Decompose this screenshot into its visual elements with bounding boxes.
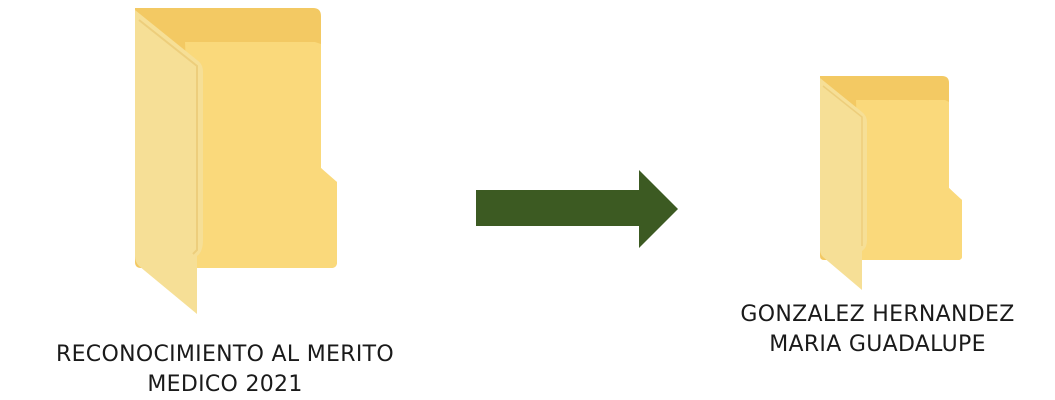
source-folder-label-line-1: RECONOCIMIENTO AL MERITO [56, 342, 394, 367]
target-folder-label: GONZALEZ HERNANDEZ MARIA GUADALUPE [700, 300, 1055, 360]
source-folder-label: RECONOCIMIENTO AL MERITO MEDICO 2021 [0, 340, 450, 400]
source-folder-icon[interactable] [125, 0, 355, 320]
source-folder-label-line-2: MEDICO 2021 [147, 372, 303, 397]
target-folder-icon[interactable] [812, 70, 972, 295]
target-folder-label-line-1: GONZALEZ HERNANDEZ [740, 302, 1015, 327]
arrow-right-icon [476, 170, 678, 248]
target-folder-label-line-2: MARIA GUADALUPE [769, 332, 986, 357]
